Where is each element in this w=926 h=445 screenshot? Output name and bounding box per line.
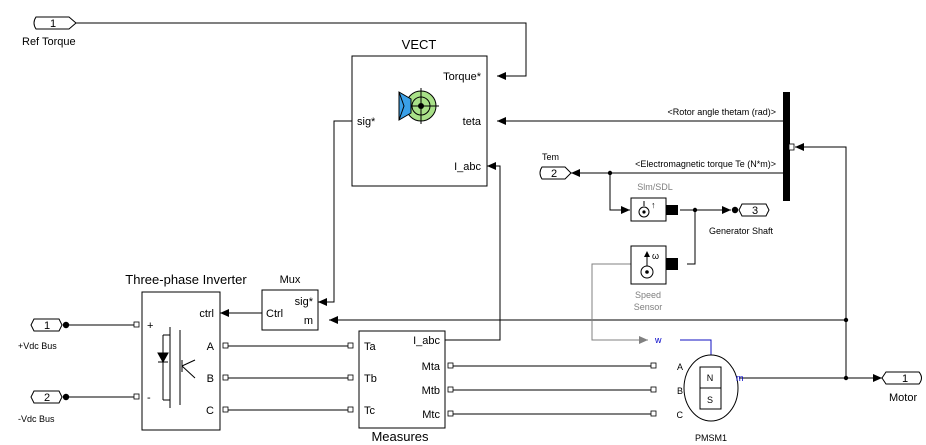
pmsm-input-w: w <box>654 335 662 345</box>
speed-sensor-icon: ω <box>640 251 659 279</box>
pmsm-input-c: C <box>677 410 684 420</box>
inverter-plus: + <box>147 320 153 332</box>
inverter-phase-c: C <box>206 405 214 417</box>
port-label: +Vdc Bus <box>18 341 57 351</box>
block-title: Mux <box>280 274 301 286</box>
port-tem[interactable]: 2 Tem <box>539 152 572 180</box>
simsdl-label: Slm/SDL <box>637 182 673 192</box>
wire-speed-sensor-shaft[interactable] <box>687 210 696 265</box>
signal-em-torque: <Electromagnetic torque Te (N*m)> <box>635 159 776 169</box>
mux-input-sig: sig* <box>295 296 314 308</box>
vector-control-icon <box>398 88 439 124</box>
measures-block[interactable]: Measures Ta Tb Tc I_abc Mta Mtb Mtc <box>358 330 446 444</box>
measures-out-mtb: Mtb <box>422 385 440 397</box>
vect-input-torque: Torque* <box>443 71 482 83</box>
junction-dots <box>62 170 849 401</box>
svg-text:↑: ↑ <box>651 200 656 210</box>
port-number: 2 <box>44 392 50 404</box>
wire-torque-to-simsdl[interactable] <box>609 173 630 214</box>
block-title: PMSM1 <box>695 433 727 443</box>
speed-sensor-block[interactable]: ω Speed Sensor <box>630 245 678 312</box>
pole-s: S <box>707 395 713 405</box>
inverter-block[interactable]: Three-phase Inverter + - ctrl A B C <box>125 272 247 431</box>
wire-sig-to-mux[interactable] <box>318 120 352 306</box>
pmsm-input-b: B <box>677 386 683 396</box>
pole-n: N <box>707 373 714 383</box>
measures-in-tc: Tc <box>364 405 376 417</box>
block-title: Measures <box>371 429 429 444</box>
block-title: VECT <box>402 37 437 52</box>
demux-bar[interactable] <box>783 92 790 201</box>
port-number: 3 <box>752 205 758 217</box>
port-vdc-plus[interactable]: 1 +Vdc Bus <box>18 318 63 351</box>
speed-sensor-label-1: Speed <box>635 290 661 300</box>
simsdl-sensor-icon: ↑ <box>638 200 656 218</box>
port-number: 1 <box>44 320 50 332</box>
port-motor[interactable]: 1 Motor <box>881 371 922 404</box>
port-vdc-minus[interactable]: 2 -Vdc Bus <box>18 390 63 424</box>
speed-sensor-label-2: Sensor <box>634 302 663 312</box>
inverter-ctrl: ctrl <box>199 308 214 320</box>
wire-speed-sensor-w[interactable] <box>591 263 648 344</box>
measures-out-mtc: Mtc <box>422 409 440 421</box>
port-label: Tem <box>542 152 559 162</box>
measures-in-ta: Ta <box>364 341 377 353</box>
port-number: 2 <box>551 168 557 180</box>
pmsm-input-a: A <box>677 362 683 372</box>
block-title: Three-phase Inverter <box>125 272 247 287</box>
vect-input-iabc: I_abc <box>454 161 481 173</box>
measures-in-tb: Tb <box>364 373 377 385</box>
port-label: Ref Torque <box>22 36 76 48</box>
wire-iabc-feedback[interactable] <box>445 162 501 341</box>
connection-ports <box>133 321 657 417</box>
mux-input-m: m <box>304 315 313 327</box>
mux-block[interactable]: Mux sig* m Ctrl <box>261 274 319 331</box>
port-label: Motor <box>889 392 917 404</box>
measures-out-mta: Mta <box>422 361 441 373</box>
port-label: Generator Shaft <box>709 226 774 236</box>
port-ref-torque[interactable]: 1 Ref Torque <box>22 16 77 48</box>
inverter-phase-a: A <box>207 341 215 353</box>
pmsm-output-m: m <box>736 373 744 383</box>
inverter-phase-b: B <box>207 373 214 385</box>
signal-wires <box>66 22 882 415</box>
demux-input-port <box>788 143 795 151</box>
pmsm-block[interactable]: N S A B C w m PMSM1 <box>654 335 744 443</box>
wire-shaft-blue <box>680 339 712 356</box>
signal-rotor-angle: <Rotor angle thetam (rad)> <box>667 107 776 117</box>
wire-ref-torque[interactable] <box>76 22 527 80</box>
simsdl-block[interactable]: Slm/SDL ↑ <box>630 182 678 222</box>
wire-motor-m[interactable] <box>329 316 847 379</box>
vect-output-sig: sig* <box>357 116 376 128</box>
omega-symbol: ω <box>652 251 659 261</box>
inverter-minus: - <box>147 392 151 404</box>
measures-out-iabc: I_abc <box>413 335 440 347</box>
port-label: -Vdc Bus <box>18 414 55 424</box>
port-generator-shaft[interactable]: 3 Generator Shaft <box>709 203 774 236</box>
port-number: 1 <box>50 18 56 30</box>
port-number: 1 <box>902 373 908 385</box>
vect-block[interactable]: VECT Torque* teta I_abc sig* <box>351 37 488 187</box>
wire-m-demux[interactable] <box>795 143 847 320</box>
vect-input-teta: teta <box>463 116 482 128</box>
igbt-icon <box>157 327 196 408</box>
mux-output-ctrl: Ctrl <box>266 308 283 320</box>
